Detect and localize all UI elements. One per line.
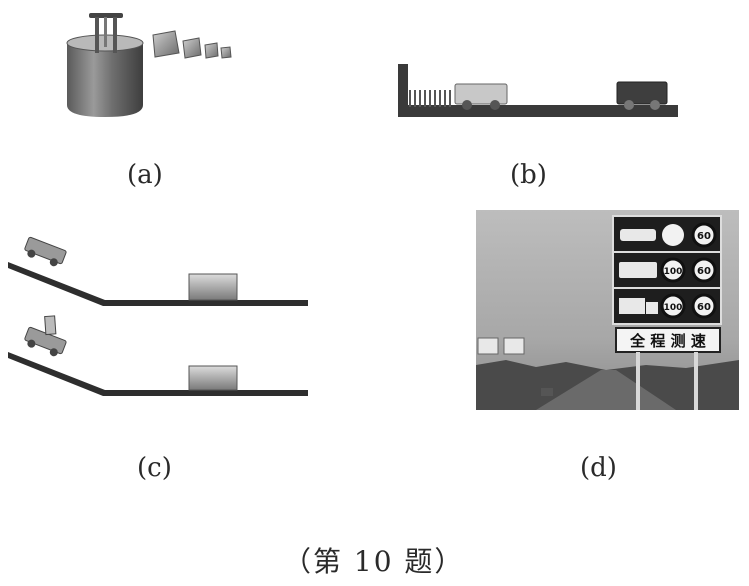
panel-b-illustration [398,64,678,117]
panel-b [395,60,680,125]
panel-b-label: (b) [510,160,547,190]
cart-2 [616,81,668,105]
cart-upper [24,236,67,267]
spring [409,90,451,107]
limit-60-row3: 60 [697,302,711,313]
track-wall [398,64,408,114]
figure-caption: （第 10 题） [283,545,465,578]
limit-100-row2: 100 [664,267,683,277]
ramp-lower [8,352,308,396]
panel-c-illustration [8,236,308,396]
panel-d-photo: 60 100 60 100 60 全 程 测 速 [476,210,739,410]
block-upper [188,273,238,301]
test-blocks [152,30,232,59]
panel-d: 60 100 60 100 60 全 程 测 速 [476,210,739,410]
panel-a [55,5,255,130]
distant-car [541,388,553,396]
limit-60-row2: 60 [697,266,711,277]
limit-60-row1: 60 [697,231,711,242]
panel-a-label: (a) [127,160,163,190]
cart-1 [454,83,508,105]
truck-icon [619,298,645,314]
sign-banner: 全 程 测 速 [629,332,706,350]
blank-circle [662,224,684,246]
limit-100-row3: 100 [664,303,683,313]
panel-c-label: (c) [137,453,172,483]
beaker [67,43,143,117]
panel-a-illustration [66,13,232,117]
car-icon [620,229,656,241]
cart-lower [24,315,67,357]
road [536,370,676,410]
block-lower [188,365,238,391]
bus-icon [619,262,657,278]
speed-limit-sign: 60 100 60 100 60 全 程 测 速 [612,215,722,410]
panel-d-label: (d) [580,453,617,483]
ramp-upper [8,262,308,306]
stirrer-top [89,13,123,18]
panel-c [5,228,315,408]
